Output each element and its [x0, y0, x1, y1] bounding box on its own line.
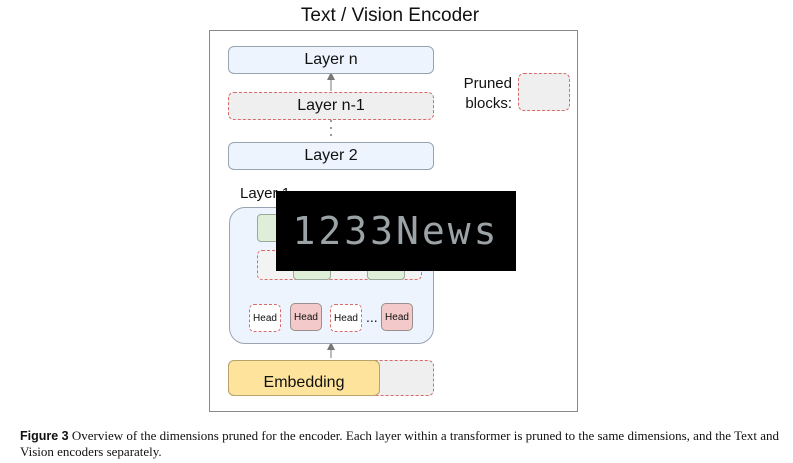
figure-title: Text / Vision Encoder: [300, 5, 480, 26]
attention-head: Head: [381, 303, 413, 331]
legend-line-2: blocks:: [465, 95, 512, 112]
legend-line-1: Pruned: [463, 75, 512, 92]
layer-2: Layer 2: [228, 142, 434, 170]
caption-label: Figure 3: [20, 429, 69, 443]
layer-n-1: Layer n-1: [228, 92, 434, 120]
attention-head: Head: [290, 303, 322, 331]
heads-ellipsis: ...: [366, 309, 378, 325]
caption-text: Overview of the dimensions pruned for th…: [20, 428, 780, 459]
watermark-logo: 1233News: [276, 191, 516, 271]
legend-label: Pruned blocks:: [440, 74, 512, 114]
legend-pruned-swatch: [518, 73, 570, 111]
attention-head-pruned: Head: [249, 304, 281, 332]
figure-caption: Figure 3 Overview of the dimensions prun…: [20, 428, 780, 460]
embedding-block: Embedding: [228, 360, 380, 396]
attention-head-pruned: Head: [330, 304, 362, 332]
layer-n: Layer n: [228, 46, 434, 74]
